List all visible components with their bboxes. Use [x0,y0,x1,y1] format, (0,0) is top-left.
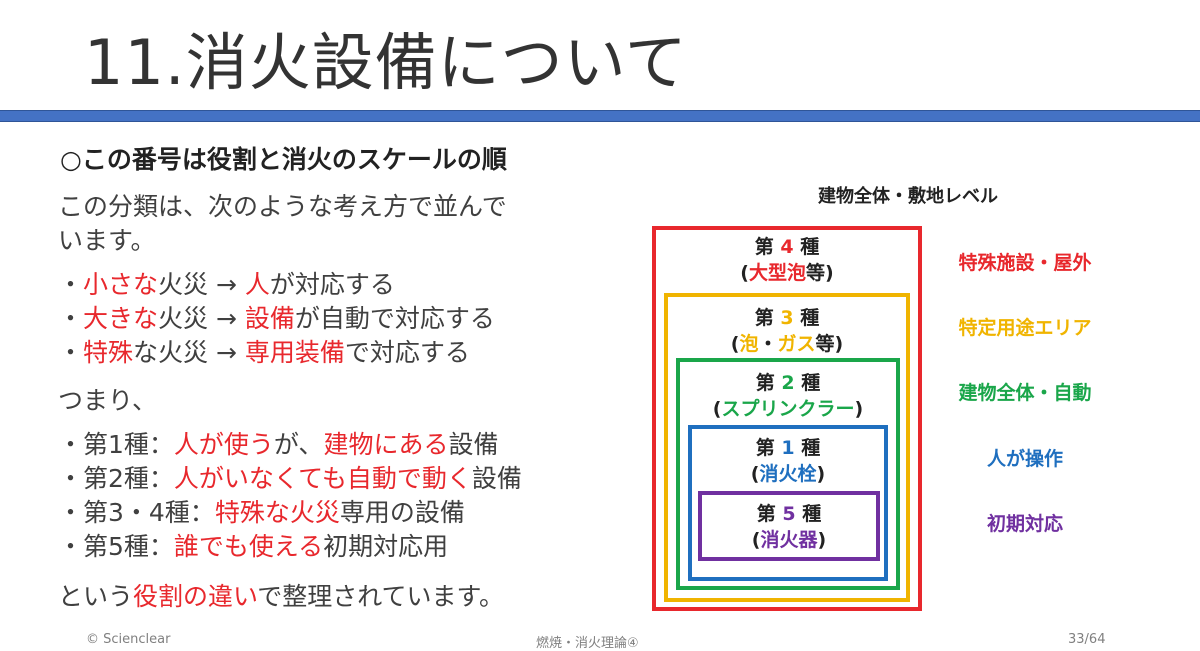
footer-copyright: © Scienclear [86,632,171,647]
box-type2: 第 2 種(スプリンクラー) [676,358,900,590]
type-list: ・第1種：人が使うが、建物にある設備 ・第2種：人がいなくても自動で動く設備 ・… [58,428,522,564]
intro-line-1: この分類は、次のような考え方で並んで [58,192,507,221]
slide-title: 11.消火設備について [84,26,688,99]
side-label-type2: 建物全体・自動 [958,382,1092,404]
box-type1: 第 1 種(消火栓) [688,425,888,581]
list-item: ・小さな火災 → 人が対応する [58,270,395,299]
box-label-type4: 第 4 種(大型泡等) [740,236,834,284]
side-label-type5: 初期対応 [986,513,1063,535]
side-label-type3: 特定用途エリア [958,317,1092,339]
summary-lead: つまり、 [58,386,158,415]
list-item: ・第2種：人がいなくても自動で動く設備 [58,464,522,493]
box-type3: 第 3 種(泡・ガス等) [664,293,910,602]
list-item: ・大きな火災 → 設備が自動で対応する [58,304,495,333]
section-heading: ○この番号は役割と消火のスケールの順 [60,145,507,174]
footer-subject: 燃焼・消火理論④ [536,636,639,651]
list-item: ・第5種：誰でも使える初期対応用 [58,532,449,561]
closing-line: という役割の違いで整理されています。 [58,582,505,611]
list-item: ・特殊な火災 → 専用装備で対応する [58,338,470,367]
title-divider [0,110,1200,122]
box-label-type5: 第 5 種(消火器) [751,503,827,551]
intro-line-2: います。 [58,226,156,255]
side-label-type4: 特殊施設・屋外 [958,252,1092,274]
scale-list: ・小さな火災 → 人が対応する ・大きな火災 → 設備が自動で対応する ・特殊な… [58,268,495,370]
side-label-type1: 人が操作 [986,448,1063,470]
box-label-type1: 第 1 種(消火栓) [750,437,826,485]
list-item: ・第3・4種：特殊な火災専用の設備 [58,498,465,527]
box-label-type2: 第 2 種(スプリンクラー) [712,372,864,420]
box-type5: 第 5 種(消火器) [698,491,880,561]
footer-page-number: 33/64 [1068,632,1106,647]
list-item: ・第1種：人が使うが、建物にある設備 [58,430,499,459]
box-type4: 第 4 種(大型泡等) [652,226,922,611]
box-label-type3: 第 3 種(泡・ガス等) [730,307,844,355]
diagram-caption: 建物全体・敷地レベル [818,186,998,207]
